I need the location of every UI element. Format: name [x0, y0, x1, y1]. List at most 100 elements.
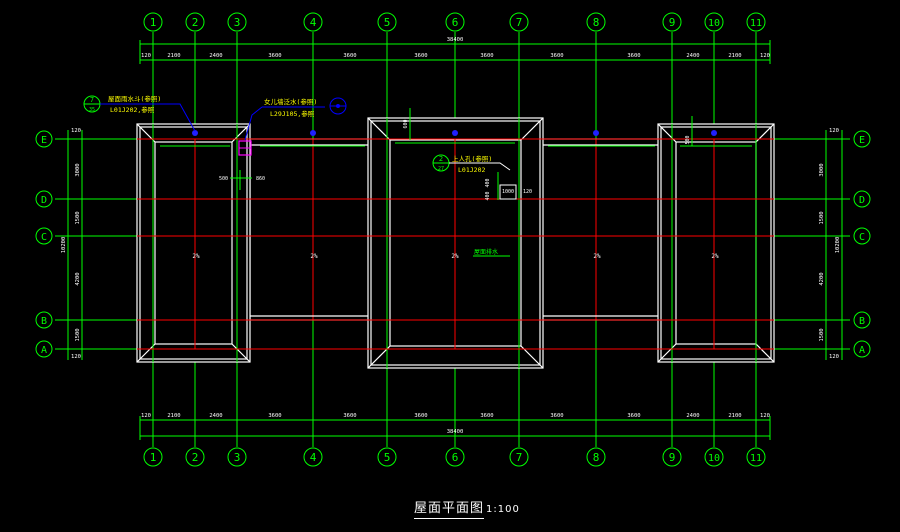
axis-bubble-bottom-7: 7	[509, 447, 529, 467]
callout-bottom: 35	[89, 107, 95, 113]
svg-text:10: 10	[708, 453, 720, 464]
svg-text:1: 1	[150, 451, 157, 464]
axis-bubble-right-E: E	[853, 130, 871, 148]
note3-line1: 上人孔(参照)	[452, 154, 492, 163]
center-block-diag-4	[520, 345, 544, 369]
top-dimensions	[139, 40, 771, 64]
top-span-9: 2400	[686, 53, 699, 59]
row-bubbles-left: E D C B A	[35, 130, 53, 358]
axis-bubble-bottom-4: 4	[303, 447, 323, 467]
center-block-diag-1	[367, 117, 391, 141]
center-note: 屋面排水	[474, 248, 498, 256]
left-span-2: 1500	[75, 211, 81, 224]
center-block-edge	[370, 120, 541, 366]
top-span-10: 2100	[728, 53, 741, 59]
axis-bubble-right-A: A	[853, 340, 871, 358]
axis-bubble-bottom-6: 6	[445, 447, 465, 467]
roof-drain-icon	[192, 130, 198, 136]
svg-text:11: 11	[750, 453, 762, 464]
svg-text:A: A	[41, 345, 47, 356]
svg-text:5: 5	[384, 16, 391, 29]
svg-text:8: 8	[593, 451, 600, 464]
top-span-7: 3600	[550, 53, 563, 59]
axis-bubble-bottom-2: 2	[185, 447, 205, 467]
axis-bubble-top-9: 9	[662, 12, 682, 32]
parapet-dim-right: 500	[685, 135, 691, 144]
parapet-dim: 600	[403, 119, 409, 128]
axis-bubble-left-E: E	[35, 130, 53, 148]
svg-text:5: 5	[384, 451, 391, 464]
slope-label-5: 2%	[711, 253, 719, 260]
axis-bubble-left-D: D	[35, 190, 53, 208]
note1-line1: 屋面雨水斗(参照)	[108, 94, 161, 103]
axis-bubble-top-5: 5	[377, 12, 397, 32]
center-block-diag-2	[520, 117, 544, 141]
drawing-title-main: 屋面平面图	[414, 501, 485, 519]
bottom-span-5: 3600	[414, 413, 427, 419]
svg-text:7: 7	[516, 16, 523, 29]
drawing-scale: 1:100	[486, 504, 520, 515]
column-bubbles-bottom: 1 2 3 4 5 6 7 8 9 10 11	[143, 447, 766, 467]
right-overall-label: 10200	[835, 237, 841, 254]
svg-text:4: 4	[310, 451, 317, 464]
right-block-diag-4	[755, 343, 775, 363]
svg-text:9: 9	[669, 451, 676, 464]
note1-line2: L01J202,参照	[110, 105, 155, 114]
dimension-labels: 38400 38400 120 120 120 120 120 120 120 …	[71, 37, 839, 435]
axis-overlay	[137, 118, 774, 368]
right-block-outer	[657, 123, 775, 363]
axis-bubble-top-10: 10	[704, 12, 724, 32]
svg-text:D: D	[859, 195, 865, 206]
svg-text:C: C	[859, 232, 865, 243]
left-overall-label: 10200	[61, 237, 67, 254]
leader-line	[168, 103, 196, 132]
side-dimensions	[67, 130, 843, 360]
axis-bubble-top-8: 8	[586, 12, 606, 32]
svg-text:2: 2	[192, 451, 199, 464]
axis-bubble-left-A: A	[35, 340, 53, 358]
left-end-label-top: 120	[71, 128, 81, 134]
leader-line	[449, 162, 511, 171]
svg-text:7: 7	[516, 451, 523, 464]
bottom-span-7: 3600	[550, 413, 563, 419]
top-span-5: 3600	[414, 53, 427, 59]
top-end-left-label: 120	[141, 53, 151, 59]
bottom-span-9: 2400	[686, 413, 699, 419]
svg-text:A: A	[859, 345, 865, 356]
roof-drain-icon	[593, 130, 599, 136]
svg-text:11: 11	[750, 18, 762, 29]
axis-bubble-top-4: 4	[303, 12, 323, 32]
axis-bubble-bottom-3: 3	[227, 447, 247, 467]
axis-bubble-top-11: 11	[746, 12, 766, 32]
bottom-end-right-label: 120	[760, 413, 770, 419]
parapet-markers: 600 500	[403, 108, 693, 146]
svg-text:10: 10	[708, 18, 720, 29]
column-bubbles-top: 1 2 3 4 5 6 7 8 9 10 11	[143, 12, 766, 32]
axis-bubble-bottom-1: 1	[143, 447, 163, 467]
slope-label-4: 2%	[593, 253, 601, 260]
left-span-1: 3000	[75, 163, 81, 176]
note2-line2: L29J105,参照	[270, 109, 315, 118]
axis-bubble-right-B: B	[853, 311, 871, 329]
svg-text:1: 1	[150, 16, 157, 29]
axis-bubble-bottom-9: 9	[662, 447, 682, 467]
axis-bubble-top-3: 3	[227, 12, 247, 32]
roof-drain-icon	[310, 130, 316, 136]
hatch-dim-3: 400	[485, 178, 491, 187]
svg-text:E: E	[41, 135, 47, 146]
axis-bubble-top-6: 6	[445, 12, 465, 32]
bottom-overall-label: 38400	[447, 429, 464, 435]
svg-text:B: B	[859, 316, 865, 327]
roof-hatch-icon	[499, 184, 517, 200]
bottom-span-4: 3600	[343, 413, 356, 419]
center-block-diag-3	[367, 345, 391, 369]
axis-bubble-bottom-11: 11	[746, 447, 766, 467]
right-span-2: 1500	[819, 211, 825, 224]
roof-drain-icon	[452, 130, 458, 136]
bottom-dimensions	[139, 416, 771, 440]
bottom-span-8: 3600	[627, 413, 640, 419]
top-span-8: 3600	[627, 53, 640, 59]
svg-text:C: C	[41, 232, 47, 243]
svg-text:9: 9	[669, 16, 676, 29]
